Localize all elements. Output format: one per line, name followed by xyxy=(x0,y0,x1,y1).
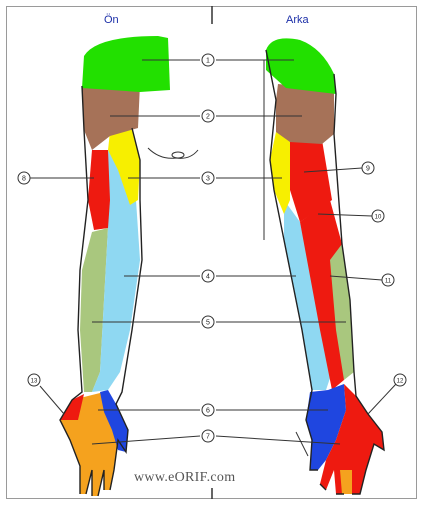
callout-6: 6 xyxy=(202,404,214,416)
callout-13: 13 xyxy=(28,374,40,386)
callout-1-label: 1 xyxy=(206,58,210,65)
watermark: www.eORIF.com xyxy=(134,470,235,486)
callout-11-label: 11 xyxy=(385,279,392,285)
callout-2: 2 xyxy=(202,110,214,122)
front-arm xyxy=(60,36,198,496)
callout-4: 4 xyxy=(202,270,214,282)
front-zone-1 xyxy=(82,36,170,92)
callout-2-label: 2 xyxy=(206,114,210,121)
callout-13-label: 13 xyxy=(31,379,38,385)
back-view-label: Arka xyxy=(286,14,309,26)
callout-8: 8 xyxy=(18,172,30,184)
nipple-sketch xyxy=(172,152,184,158)
callout-3-label: 3 xyxy=(206,176,210,183)
callout-7: 7 xyxy=(202,430,214,442)
callout-9-label: 9 xyxy=(366,166,370,173)
back-zone-2 xyxy=(276,84,334,144)
back-zone-3 xyxy=(270,132,290,214)
callout-3: 3 xyxy=(202,172,214,184)
callout-6-label: 6 xyxy=(206,408,210,415)
back-zone-1 xyxy=(266,38,336,94)
callout-8-label: 8 xyxy=(22,176,26,183)
front-zone-8 xyxy=(88,150,110,230)
callout-9: 9 xyxy=(362,162,374,174)
callout-11: 11 xyxy=(382,274,394,286)
callout-5-label: 5 xyxy=(206,320,210,327)
callout-12: 12 xyxy=(394,374,406,386)
callout-7-label: 7 xyxy=(206,434,210,441)
callout-10-label: 10 xyxy=(375,215,382,221)
callout-1: 1 xyxy=(202,54,214,66)
callout-10: 10 xyxy=(372,210,384,222)
callout-5: 5 xyxy=(202,316,214,328)
callout-4-label: 4 xyxy=(206,274,210,281)
front-view-label: Ön xyxy=(104,14,119,26)
back-zone-7-tip xyxy=(340,470,352,494)
callouts: 1 2 3 4 5 6 7 8 xyxy=(18,54,406,442)
callout-12-label: 12 xyxy=(397,379,404,385)
back-arm xyxy=(264,38,384,494)
